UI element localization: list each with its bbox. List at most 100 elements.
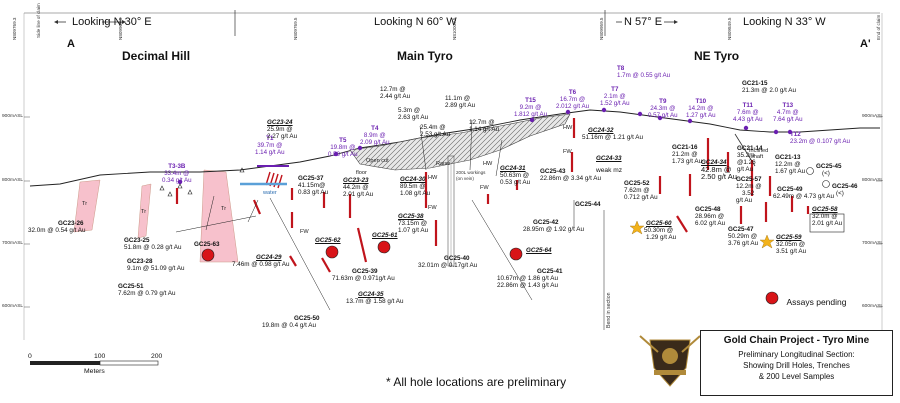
leader-gc23-28 [175, 215, 257, 233]
title-block: Gold Chain Project - Tyro Mine Prelimina… [700, 330, 893, 396]
floor-label: floor [356, 170, 367, 176]
hole-gc25-62: GC25-62 [315, 237, 341, 244]
tr-unit-1 [73, 179, 101, 233]
legend-label: Assays pending [786, 297, 847, 307]
trench-points [177, 107, 793, 185]
looking-mid-label: Looking N 60° W [374, 16, 457, 28]
title-block-line3: & 200 Level Samples [758, 372, 835, 381]
level-200-label: 200L workings (on vein) [456, 170, 486, 181]
open-cut-area [349, 113, 571, 171]
title-block-line1: Preliminary Longitudinal Section: [738, 350, 855, 359]
hole-gc25-63: GC25-63 [194, 241, 220, 248]
hole-gc25-64: GC25-64 [526, 247, 552, 254]
tr-label-3: Tr [221, 206, 227, 212]
preliminary-note: * All hole locations are preliminary [386, 375, 567, 389]
inclined-label: Inclined [749, 148, 769, 154]
end-of-claim-label: End of claim [876, 14, 881, 40]
elev-left-700: 700mASL [2, 241, 24, 246]
elev-right-600: 600mASL [862, 304, 884, 309]
level-sample-5: 12.7m @1.14 g/t Au [469, 119, 500, 133]
northing-4: N810009.5 [452, 17, 457, 40]
level-sample-1: 12.7m @2.44 g/t Au [380, 86, 411, 100]
fw-label-2: FW [480, 185, 489, 191]
tr-label-2: Tr [141, 209, 147, 215]
scale-bar-black [30, 361, 100, 365]
elevation-ticks [24, 116, 882, 308]
side-line-label: Side line of claim [36, 3, 41, 38]
elev-left-800: 800mASL [2, 178, 24, 183]
assays-pending-markers [201, 240, 779, 305]
looking-right-label: Looking N 33° W [743, 16, 826, 28]
scale-bar-white [99, 360, 159, 366]
bend-in-section-label: Bend in section [606, 292, 612, 328]
scale-200: 200 [151, 353, 163, 360]
hw-label-1: HW [428, 175, 438, 181]
collar-circles [806, 167, 830, 188]
hw-label-2: HW [483, 161, 493, 167]
scale-unit: Meters [84, 368, 105, 375]
section-main-tyro: Main Tyro [397, 49, 453, 63]
open-cut-label: Open cut [366, 158, 389, 164]
hole-gc25-45: GC25-45(<) [816, 163, 842, 177]
arrow-head-left [54, 20, 58, 24]
shaft-label: shaft [751, 154, 764, 160]
looking-left-label: Looking N 30° E [72, 16, 152, 28]
water-label: water [263, 190, 277, 196]
ne-arrow-head [674, 20, 678, 24]
northing-1: N809769.3 [12, 17, 17, 40]
level-sample-2: 5.3m @2.63 g/t Au [398, 107, 429, 121]
elev-right-800: 800mASL [862, 178, 884, 183]
arrow-head-right [122, 20, 126, 24]
level-sample-3: 11.1m @2.89 g/t Au [445, 95, 476, 109]
scale-0: 0 [28, 353, 32, 360]
raise-label: Raise [436, 161, 451, 167]
ne-direction-label: N 57° E [624, 16, 663, 28]
tr-label-1: Tr [82, 201, 88, 207]
star-markers [629, 220, 775, 249]
section-end-a: A [67, 38, 75, 50]
hw-label-3: HW [563, 125, 573, 131]
fw-label-4: FW [300, 229, 309, 235]
northing-2: N809969.5 [118, 17, 123, 40]
hole-gc25-44: GC25-44 [575, 201, 601, 208]
northing-3: N809769.5 [293, 17, 298, 40]
